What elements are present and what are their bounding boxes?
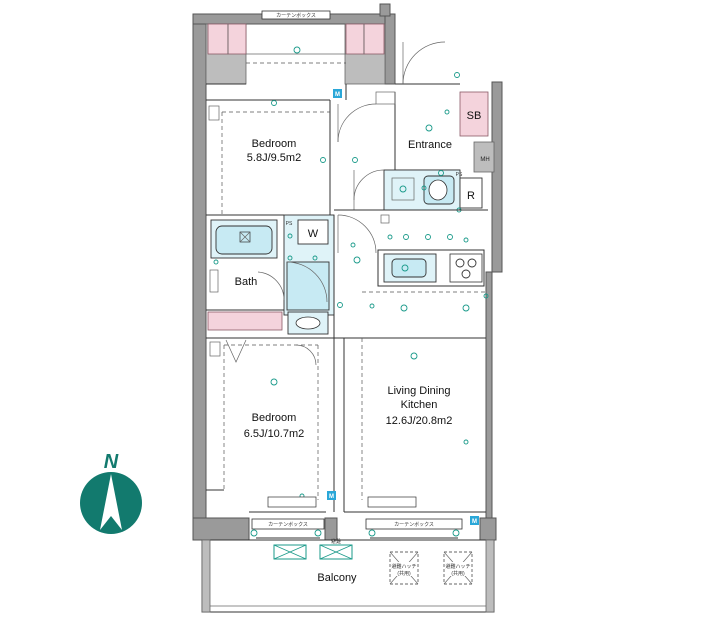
bath-label: Bath — [235, 276, 258, 288]
curtain-box-bottom-right-label: カーテンボックス — [394, 521, 434, 528]
bedroom-2-size: 6.5J/10.7m2 — [244, 428, 305, 440]
curtain-boxes-bottom: カーテンボックス カーテンボックス — [250, 518, 463, 539]
compass: N — [80, 451, 142, 534]
ps-label-1: PS — [286, 221, 293, 227]
balcony-label: Balcony — [317, 572, 357, 584]
svg-text:M: M — [329, 494, 334, 500]
bedroom-2: Bedroom 6.5J/10.7m2 — [206, 337, 335, 513]
w-label: W — [308, 228, 319, 240]
sb-label: SB — [467, 110, 482, 122]
kitchen-counter — [362, 234, 489, 312]
r-label: R — [467, 190, 475, 202]
mh-label: MH — [480, 157, 489, 163]
compass-needle-icon — [100, 474, 122, 530]
ldk-line1: Living Dining — [388, 385, 451, 397]
svg-text:M: M — [335, 92, 340, 98]
hatch-1-line1: 避難ハッチ — [391, 563, 416, 570]
hatch-1-line2: (共用) — [397, 570, 411, 577]
bedroom-2-name: Bedroom — [252, 412, 297, 424]
curtain-box-top: カーテンボックス — [246, 10, 346, 64]
bedroom-1-size: 5.8J/9.5m2 — [247, 152, 301, 164]
curtain-box-bottom-left-label: カーテンボックス — [268, 521, 308, 528]
hatch-2-line2: (共用) — [451, 570, 465, 577]
meter-box-2: M — [327, 491, 336, 500]
meter-box-3: M — [470, 516, 479, 525]
entrance: SB Entrance MH — [337, 41, 490, 171]
ldk-size: 12.6J/20.8m2 — [386, 415, 453, 427]
washroom: W PS — [283, 214, 343, 335]
meter-box-1: M — [333, 89, 342, 98]
toilet-room: R PS — [353, 169, 483, 224]
curtain-box-top-label: カーテンボックス — [276, 12, 316, 19]
svg-text:M: M — [472, 519, 477, 525]
balcony: Balcony 避難 避難ハッチ (共用) 避難ハッチ (共用) — [201, 538, 495, 613]
bedroom-1-name: Bedroom — [252, 138, 297, 150]
ldk-line2: Kitchen — [401, 399, 438, 411]
entrance-label: Entrance — [408, 139, 452, 151]
rain-label: 避難 — [331, 538, 341, 545]
top-closets — [207, 23, 385, 55]
hallway — [333, 209, 488, 338]
ps-label-2: PS — [456, 172, 463, 178]
bathroom: Bath — [206, 214, 285, 363]
living-dining-kitchen: Living Dining Kitchen 12.6J/20.8m2 — [334, 337, 486, 513]
bedroom-1: Bedroom 5.8J/9.5m2 — [206, 46, 358, 215]
hatch-2-line1: 避難ハッチ — [445, 563, 470, 570]
compass-north-label: N — [104, 451, 119, 473]
